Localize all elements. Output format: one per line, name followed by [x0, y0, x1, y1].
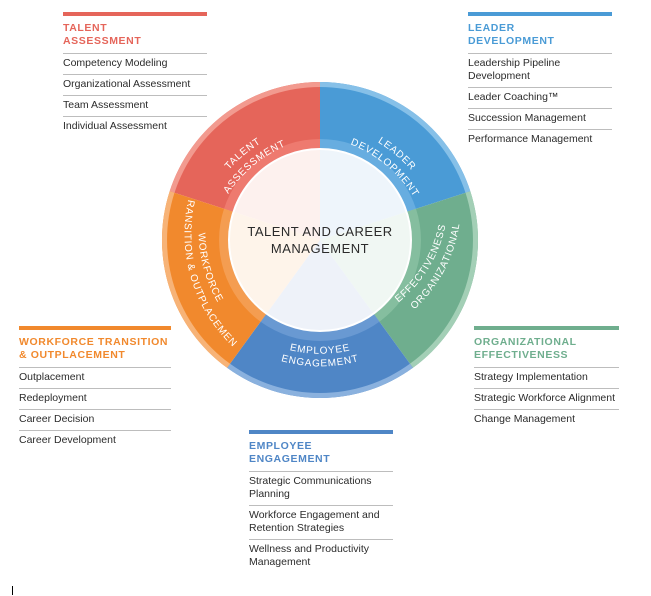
list-item: Change Management	[474, 409, 619, 430]
list-item: Team Assessment	[63, 95, 207, 116]
panel-workforce-transition: WORKFORCE TRANSITION & OUTPLACEMENT Outp…	[19, 326, 171, 451]
segment-employee-label: ENGAGEMENT	[280, 353, 360, 369]
panel-title-line: DEVELOPMENT	[468, 35, 555, 47]
panel-title-line: ORGANIZATIONAL	[474, 336, 577, 348]
panel-title-line: TALENT	[63, 22, 108, 34]
segment-employee-ring	[227, 313, 413, 398]
list-item: Strategy Implementation	[474, 367, 619, 388]
list-item: Outplacement	[19, 367, 171, 388]
segment-employee-outer-band	[227, 363, 413, 398]
list-item: Leader Coaching™	[468, 87, 612, 108]
list-item: Leadership Pipeline Development	[468, 53, 612, 87]
panel-title: EMPLOYEE ENGAGEMENT	[249, 440, 393, 466]
center-hub: TALENT AND CAREER MANAGEMENT	[228, 148, 412, 332]
center-wedge-employee	[266, 240, 374, 331]
panel-title-line: EFFECTIVENESS	[474, 349, 569, 361]
list-item: Individual Assessment	[63, 116, 207, 137]
panel-bar	[474, 326, 619, 330]
segment-talent-inner-band	[224, 139, 320, 212]
segment-talent-outer-band	[169, 82, 320, 193]
panel-title-line: EMPLOYEE	[249, 440, 313, 452]
list-item: Career Decision	[19, 409, 171, 430]
text-cursor-marker	[12, 586, 13, 595]
center-wedge-talent	[233, 149, 320, 240]
panel-title: LEADER DEVELOPMENT	[468, 22, 612, 48]
list-item: Performance Management	[468, 129, 612, 150]
list-item: Redeployment	[19, 388, 171, 409]
list-item: Strategic Communications Planning	[249, 471, 393, 505]
panel-title-line: ASSESSMENT	[63, 35, 142, 47]
segment-talent-ring	[169, 82, 320, 212]
segment-org-outer-band	[409, 191, 479, 368]
segment-employee-inner-band	[260, 313, 380, 342]
panel-title-line: & OUTPLACEMENT	[19, 349, 126, 361]
panel-bar	[19, 326, 171, 330]
panel-title-line: ENGAGEMENT	[249, 453, 331, 465]
panel-employee-engagement: EMPLOYEE ENGAGEMENT Strategic Communicat…	[249, 430, 393, 573]
center-ring	[228, 148, 412, 332]
list-item: Workforce Engagement and Retention Strat…	[249, 505, 393, 539]
panel-title-line: LEADER	[468, 22, 515, 34]
segment-organizational-effectiveness: ORGANIZATIONAL EFFECTIVENESS	[373, 191, 479, 368]
panel-title-line: WORKFORCE TRANSITION	[19, 336, 169, 348]
center-wedge-workforce	[229, 211, 320, 314]
list-item: Competency Modeling	[63, 53, 207, 74]
panel-bar	[63, 12, 207, 16]
panel-title: WORKFORCE TRANSITION & OUTPLACEMENT	[19, 336, 171, 362]
panel-title: ORGANIZATIONAL EFFECTIVENESS	[474, 336, 619, 362]
list-item: Strategic Workforce Alignment	[474, 388, 619, 409]
center-wedge-org	[320, 211, 411, 314]
segment-workforce-outer-band	[161, 191, 231, 368]
panel-organizational-effectiveness: ORGANIZATIONAL EFFECTIVENESS Strategy Im…	[474, 326, 619, 430]
segment-employee-label: EMPLOYEE	[289, 342, 351, 356]
list-item: Succession Management	[468, 108, 612, 129]
segment-leader-outer-band	[320, 82, 471, 193]
list-item: Organizational Assessment	[63, 74, 207, 95]
panel-bar	[468, 12, 612, 16]
list-item: Career Development	[19, 430, 171, 451]
center-wedge-leader	[320, 149, 407, 240]
panel-talent-assessment: TALENT ASSESSMENT Competency Modeling Or…	[63, 12, 207, 137]
panel-title: TALENT ASSESSMENT	[63, 22, 207, 48]
segment-leader-inner-band	[320, 139, 416, 212]
panel-bar	[249, 430, 393, 434]
center-title-line2: MANAGEMENT	[271, 241, 369, 256]
center-title-line1: TALENT AND CAREER	[247, 224, 392, 239]
segment-leader-ring	[320, 82, 471, 212]
panel-leader-development: LEADER DEVELOPMENT Leadership Pipeline D…	[468, 12, 612, 150]
list-item: Wellness and Productivity Management	[249, 539, 393, 573]
segment-employee-engagement: EMPLOYEE ENGAGEMENT	[227, 313, 413, 398]
